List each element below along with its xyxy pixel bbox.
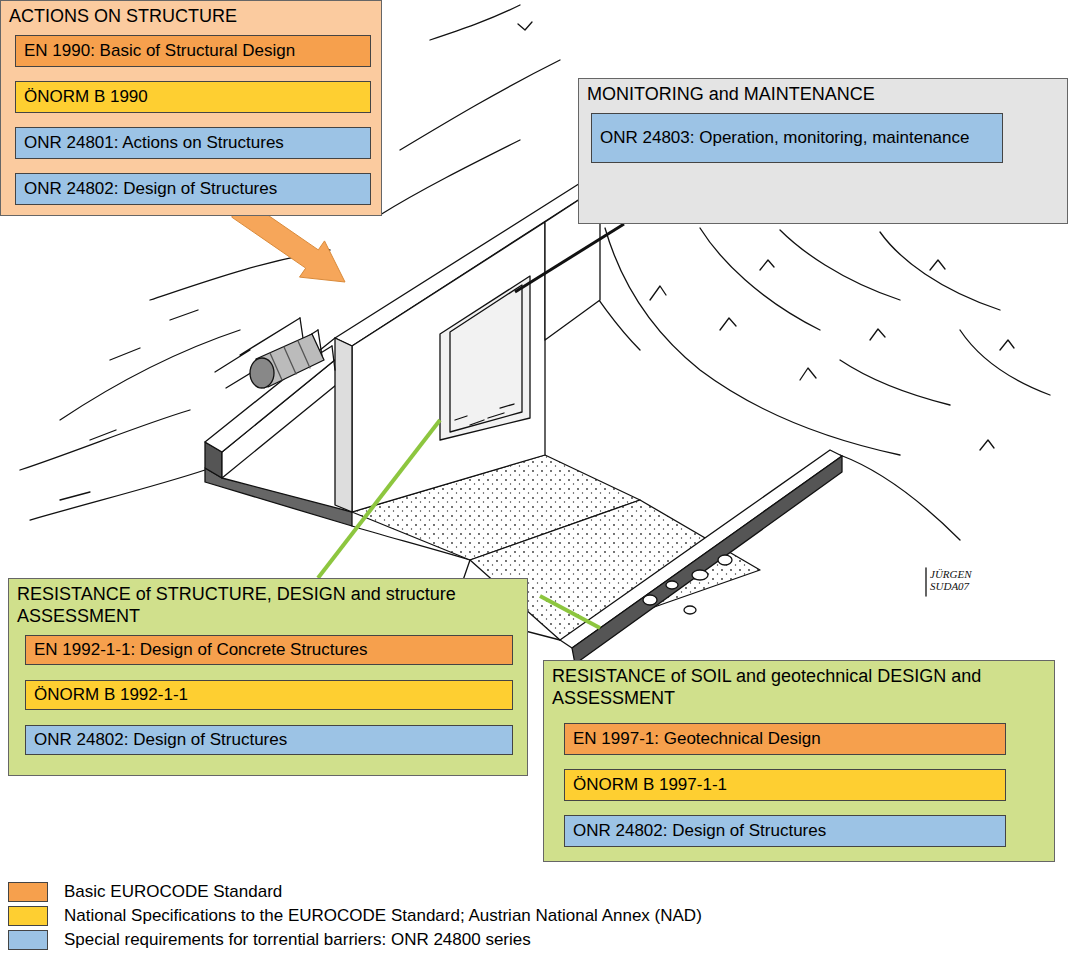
bank-edge	[605, 228, 900, 455]
legend-row: National Specifications to the EUROCODE …	[8, 906, 908, 926]
standard-label: ÖNORM B 1990	[24, 87, 148, 107]
standard-box: ONR 24802: Design of Structures	[15, 173, 371, 205]
leader-line	[515, 224, 624, 292]
stone	[718, 555, 732, 565]
stone	[666, 581, 678, 589]
bank-line	[20, 410, 190, 470]
artist-signature: JÜRGEN SUDA07	[930, 568, 982, 592]
standard-box: ONR 24801: Actions on Structures	[15, 127, 371, 159]
opening-frame	[450, 285, 522, 432]
bank-line	[840, 455, 960, 540]
barrier-face	[352, 222, 545, 512]
panel-heading: RESISTANCE of SOIL and geotechnical DESI…	[552, 666, 1044, 709]
legend-row: Special requirements for torrential barr…	[8, 930, 908, 950]
stone	[692, 570, 708, 580]
log-end	[250, 358, 274, 388]
standard-box: ÖNORM B 1990	[15, 81, 371, 113]
wing-wall-face	[572, 456, 842, 664]
legend-swatch	[8, 906, 48, 926]
bank-edge	[380, 140, 520, 215]
legend-row: Basic EUROCODE Standard	[8, 882, 908, 902]
rock-line	[700, 228, 820, 330]
legend-text: Basic EUROCODE Standard	[64, 882, 282, 902]
standard-box: EN 1990: Basic of Structural Design	[15, 35, 371, 67]
terrain-line	[430, 5, 520, 40]
standard-label: EN 1997-1: Geotechnical Design	[573, 729, 821, 749]
rock-line	[880, 232, 1000, 310]
wing-shadow	[205, 468, 352, 526]
terrain-line	[400, 60, 560, 150]
bank-line	[30, 470, 205, 520]
standard-box: ÖNORM B 1992-1-1	[25, 680, 513, 710]
slope-hatch	[60, 310, 198, 500]
standard-label: ONR 24803: Operation, monitoring, mainte…	[600, 128, 969, 148]
leader-line	[540, 596, 600, 628]
standard-label: ONR 24802: Design of Structures	[573, 821, 826, 841]
bank-line	[60, 330, 240, 420]
legend-swatch	[8, 930, 48, 950]
standard-box: EN 1997-1: Geotechnical Design	[564, 723, 1006, 755]
standard-label: EN 1992-1-1: Design of Concrete Structur…	[34, 640, 368, 660]
standards-panel: RESISTANCE of SOIL and geotechnical DESI…	[543, 660, 1055, 862]
panel-heading: RESISTANCE of STRUCTURE, DESIGN and stru…	[17, 584, 487, 627]
standard-label: EN 1990: Basic of Structural Design	[24, 41, 295, 61]
standard-box: ONR 24802: Design of Structures	[25, 725, 513, 755]
standards-panel: MONITORING and MAINTENANCE ONR 24803: Ope…	[578, 78, 1068, 224]
standard-label: ONR 24801: Actions on Structures	[24, 133, 284, 153]
barrier-pier-edge	[335, 338, 352, 512]
stone	[643, 595, 657, 605]
rock-line	[780, 230, 900, 300]
opening-texture	[455, 404, 514, 425]
panel-heading: ACTIONS ON STRUCTURE	[9, 6, 369, 28]
panel-heading: MONITORING and MAINTENANCE	[587, 84, 1057, 106]
legend-text: National Specifications to the EUROCODE …	[64, 906, 702, 926]
signature-bar	[925, 568, 926, 596]
log-hatch	[270, 341, 310, 380]
rock-hatch	[650, 260, 1014, 450]
standard-label: ONR 24802: Design of Structures	[24, 179, 277, 199]
stone	[684, 606, 696, 614]
rack-bar	[215, 318, 332, 388]
standard-box: ONR 24802: Design of Structures	[564, 815, 1006, 847]
legend-swatch	[8, 882, 48, 902]
standard-box: ÖNORM B 1997-1-1	[564, 769, 1006, 801]
rock-line	[840, 360, 950, 405]
rock-line	[960, 330, 1050, 395]
standard-label: ÖNORM B 1997-1-1	[573, 775, 727, 795]
standards-panel: ACTIONS ON STRUCTURE EN 1990: Basic of St…	[0, 0, 382, 216]
legend-text: Special requirements for torrential barr…	[64, 930, 531, 950]
standards-panel: RESISTANCE of STRUCTURE, DESIGN and stru…	[8, 578, 528, 776]
leader-line	[318, 420, 440, 578]
standard-label: ONR 24802: Design of Structures	[34, 730, 287, 750]
standard-box: EN 1992-1-1: Design of Concrete Structur…	[25, 635, 513, 665]
terrain-mark	[518, 22, 532, 30]
standard-box: ONR 24803: Operation, monitoring, mainte…	[591, 113, 1003, 163]
standard-label: ÖNORM B 1992-1-1	[34, 685, 188, 705]
barrier-opening	[440, 276, 530, 440]
wing-wall-top	[560, 450, 842, 648]
